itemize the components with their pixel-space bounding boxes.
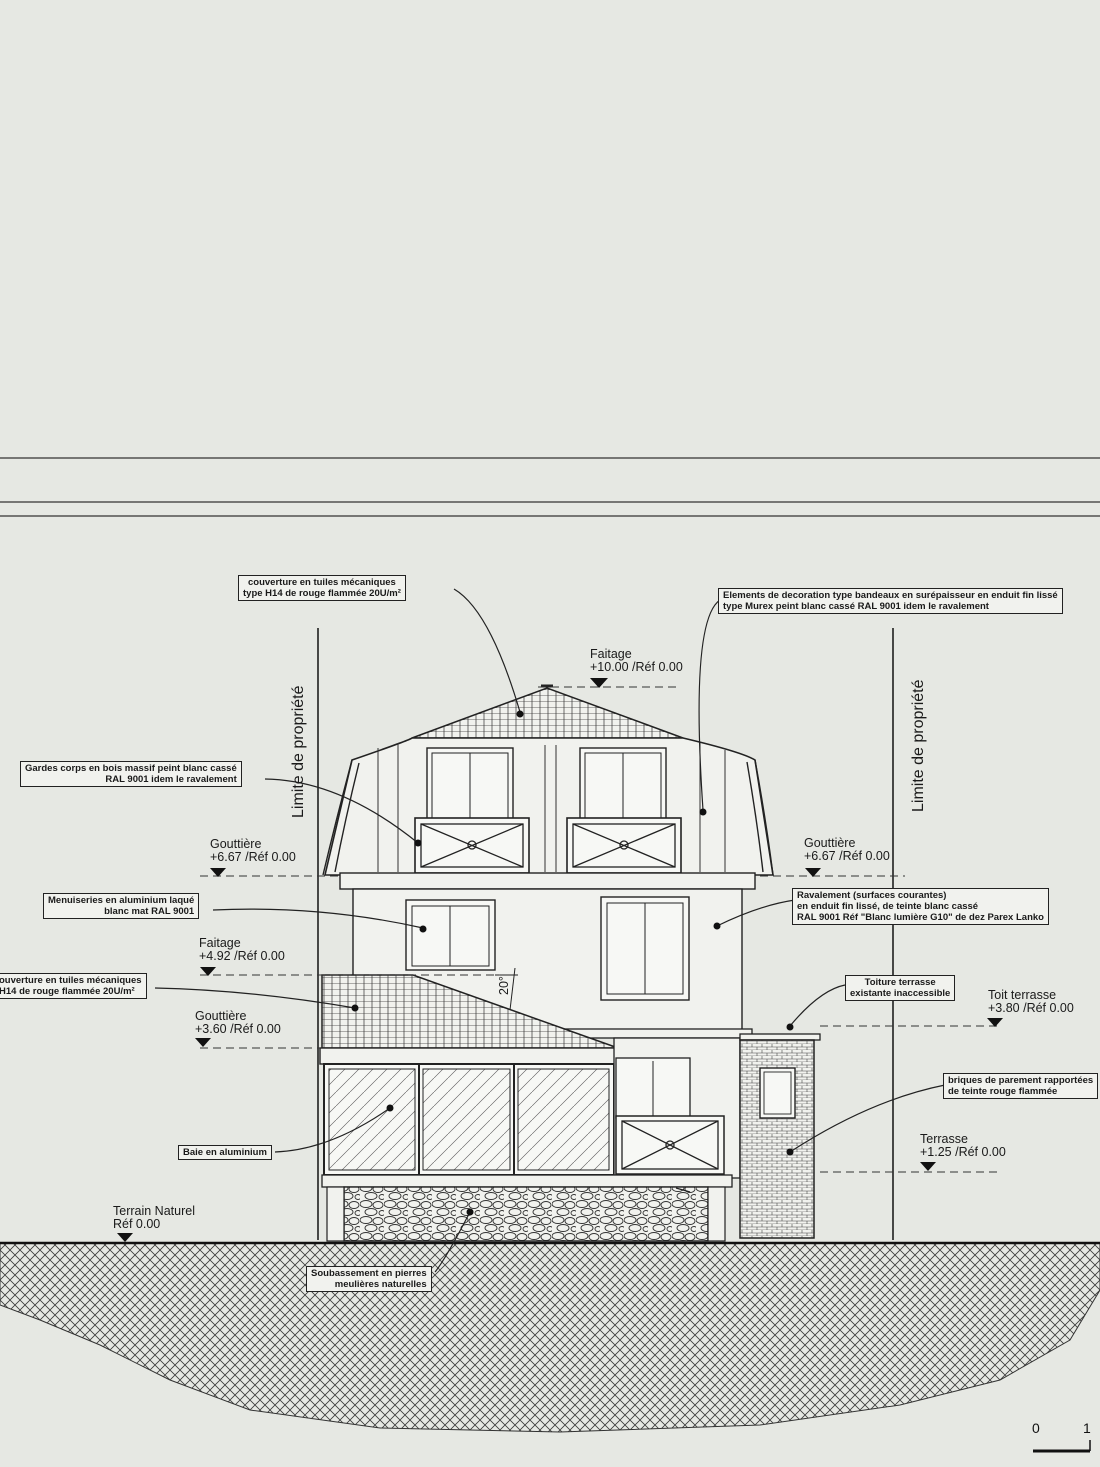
- note-line: Gardes corps en bois massif peint blanc …: [25, 763, 237, 774]
- level-value: Réf 0.00: [113, 1217, 161, 1231]
- note-line: type Murex peint blanc cassé RAL 9001 id…: [723, 601, 989, 612]
- property-limit-left: Limite de propriété: [290, 685, 307, 818]
- note-bricks: briques de parement rapportées de teinte…: [943, 1073, 1099, 1099]
- level-gouttiere-left: Gouttière +6.67 /Réf 0.00: [210, 838, 296, 864]
- level-value: +10.00 /Réf 0.00: [590, 660, 683, 674]
- note-line: Elements de decoration type bandeaux en …: [723, 590, 1058, 601]
- note-line: couverture en tuiles mécaniques: [248, 577, 396, 588]
- note-line: de teinte rouge flammée: [948, 1086, 1058, 1097]
- note-bay: Baie en aluminium: [178, 1145, 272, 1160]
- note-line: ouverture en tuiles mécaniques: [0, 975, 142, 986]
- note-line: Toiture terrasse: [864, 977, 936, 988]
- level-terrain-naturel: Terrain Naturel Réf 0.00: [113, 1205, 195, 1231]
- note-joinery: Menuiseries en aluminium laqué blanc mat…: [43, 893, 200, 919]
- note-line: blanc mat RAL 9001: [104, 906, 195, 917]
- note-decoration: Elements de decoration type bandeaux en …: [718, 588, 1063, 614]
- note-line: H14 de rouge flammée 20U/m²: [0, 986, 135, 997]
- note-line: existante inaccessible: [850, 988, 951, 999]
- roof-angle-label: 20°: [497, 976, 511, 995]
- note-line: type H14 de rouge flammée 20U/m²: [243, 588, 401, 599]
- level-faitage-low: Faitage +4.92 /Réf 0.00: [199, 937, 285, 963]
- note-line: Soubassement en pierres: [311, 1268, 427, 1279]
- note-facade: Ravalement (surfaces courantes) en endui…: [792, 888, 1049, 925]
- level-name: Faitage: [199, 936, 241, 950]
- level-value: +3.60 /Réf 0.00: [195, 1022, 281, 1036]
- note-line: briques de parement rapportées: [948, 1075, 1094, 1086]
- scale-start: 0: [1032, 1420, 1040, 1436]
- scale-end: 1: [1083, 1420, 1091, 1436]
- level-value: +3.80 /Réf 0.00: [988, 1001, 1074, 1015]
- note-line: Ravalement (surfaces courantes): [797, 890, 947, 901]
- note-line: en enduit fin lissé, de teinte blanc cas…: [797, 901, 979, 912]
- level-gouttiere-right: Gouttière +6.67 /Réf 0.00: [804, 837, 890, 863]
- note-roof-tiles-low: ouverture en tuiles mécaniques H14 de ro…: [0, 973, 147, 999]
- level-gouttiere-low: Gouttière +3.60 /Réf 0.00: [195, 1010, 281, 1036]
- level-name: Gouttière: [210, 837, 262, 851]
- note-guardrail: Gardes corps en bois massif peint blanc …: [20, 761, 242, 787]
- note-base: Soubassement en pierres meulières nature…: [306, 1266, 432, 1292]
- note-line: meulières naturelles: [334, 1279, 427, 1290]
- note-roof-tiles-top: couverture en tuiles mécaniques type H14…: [238, 575, 406, 601]
- level-value: +4.92 /Réf 0.00: [199, 949, 285, 963]
- level-terrasse: Terrasse +1.25 /Réf 0.00: [920, 1133, 1006, 1159]
- level-value: +6.67 /Réf 0.00: [804, 849, 890, 863]
- property-limit-right: Limite de propriété: [910, 679, 927, 812]
- level-toit-terrasse: Toit terrasse +3.80 /Réf 0.00: [988, 989, 1074, 1015]
- note-roof-terrace: Toiture terrasse existante inaccessible: [845, 975, 956, 1001]
- level-value: +6.67 /Réf 0.00: [210, 850, 296, 864]
- level-value: +1.25 /Réf 0.00: [920, 1145, 1006, 1159]
- note-line: RAL 9001 idem le ravalement: [105, 774, 237, 785]
- level-name: Terrain Naturel: [113, 1204, 195, 1218]
- level-name: Faitage: [590, 647, 632, 661]
- note-line: Baie en aluminium: [183, 1147, 267, 1158]
- level-name: Gouttière: [804, 836, 856, 850]
- level-name: Gouttière: [195, 1009, 247, 1023]
- level-name: Toit terrasse: [988, 988, 1057, 1002]
- level-name: Terrasse: [920, 1132, 968, 1146]
- note-line: RAL 9001 Réf "Blanc lumière G10" de dez …: [797, 912, 1044, 923]
- note-line: Menuiseries en aluminium laqué: [48, 895, 195, 906]
- level-faitage-top: Faitage +10.00 /Réf 0.00: [590, 648, 683, 674]
